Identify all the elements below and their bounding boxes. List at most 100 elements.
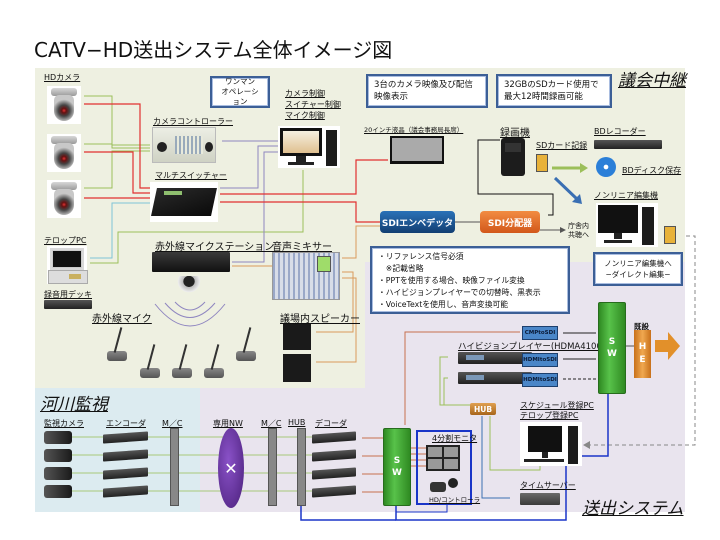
label-office-share-2: 共聴へ xyxy=(568,231,589,239)
label-camera-control-2: スイチャー制御 xyxy=(285,100,341,109)
note-ref-line2: ※記載省略 xyxy=(378,264,424,273)
label-schedule-pc-2: テロップ登録PC xyxy=(520,411,579,420)
control-pc xyxy=(278,126,340,168)
line-mixer-orange xyxy=(342,225,380,259)
label-recording-deck: 録音用デッキ xyxy=(44,290,92,299)
recorder xyxy=(501,138,525,176)
ir-mic-station xyxy=(152,252,230,272)
label-hd-controller: HD/コントローラ xyxy=(429,496,481,504)
hall-speaker-2 xyxy=(283,354,311,382)
label-hall-speaker: 議場内スピーカー xyxy=(280,314,360,325)
label-existing: 既設 xyxy=(634,322,649,331)
line-telop-cyan xyxy=(90,202,150,259)
sd-card-1 xyxy=(536,154,548,172)
note-sd-recording: 32GBのSDカード使用で 最大12時間録画可能 xyxy=(496,74,612,108)
note-direct-line1: ノンリニア編集機へ xyxy=(604,259,672,268)
label-office-share-1: 庁舎内 xyxy=(568,222,589,230)
label-nonlinear-editor: ノンリニア編集機 xyxy=(594,191,658,200)
arrow-direct-edit xyxy=(583,441,590,449)
bd-recorder xyxy=(594,140,662,149)
ir-mic-1 xyxy=(105,323,131,363)
sdi-embedder: SDIエンベデッタ xyxy=(380,211,455,233)
network-cross-icon: ✕ xyxy=(224,458,238,478)
line-cam2-green xyxy=(84,143,150,149)
section-soshutsu: 送出システム xyxy=(582,499,684,519)
schedule-pc xyxy=(520,422,582,466)
lcd-20-inch xyxy=(390,136,444,164)
surveillance-camera-1 xyxy=(44,431,72,444)
section-gikai: 議会中継 xyxy=(618,71,686,91)
note-one-man: ワンマン オペレーション xyxy=(210,76,270,108)
label-telop-pc: テロップPC xyxy=(44,236,87,245)
line-hub-pc xyxy=(489,416,541,471)
line-cam1-red xyxy=(84,103,150,189)
label-lcd-20: 20インチ液晶（議会事務局長席） xyxy=(364,126,464,134)
line-blue-ctrl xyxy=(396,505,448,513)
note-reference: ・リファレンス信号必須 ※記載省略 ・PPTを使用する場合、映像ファイル変換 ・… xyxy=(370,246,570,314)
head-end: H E xyxy=(634,330,651,378)
recording-deck xyxy=(44,300,92,309)
line-cam1-green xyxy=(84,95,150,146)
label-mc-2: M／C xyxy=(261,419,282,428)
ir-mic-3 xyxy=(170,340,196,380)
label-multi-switcher: マルチスイッチャー xyxy=(155,171,227,180)
label-bd-recorder: BDレコーダー xyxy=(594,127,646,136)
media-converter-2 xyxy=(268,428,277,506)
label-camera-control-3: マイク制御 xyxy=(285,111,325,120)
note-sd-line1: 32GBのSDカード使用で xyxy=(504,80,599,90)
kasen-switch-s: S xyxy=(393,456,401,466)
label-surveillance-camera: 監視カメラ xyxy=(44,419,84,428)
label-ir-mic: 赤外線マイク xyxy=(92,314,152,325)
bd-disc-icon xyxy=(596,157,616,177)
he-output-arrow xyxy=(655,332,680,360)
label-schedule-pc-1: スケジュール登録PC xyxy=(520,401,594,410)
media-converter-1 xyxy=(170,428,179,506)
label-encoder: エンコーダ xyxy=(106,419,146,428)
note-ref-line1: ・リファレンス信号必須 xyxy=(378,252,464,261)
head-end-h: H xyxy=(638,342,647,352)
head-end-e: E xyxy=(639,355,646,365)
arrow-to-nonlinear xyxy=(553,176,580,202)
line-mixer-speaker1 xyxy=(316,271,354,333)
hdmi-to-sdi-2: HDMItoSDI xyxy=(522,373,558,387)
label-audio-mixer: 音声ミキサー xyxy=(272,242,332,253)
nonlinear-editor xyxy=(596,203,658,247)
surveillance-camera-3 xyxy=(44,467,72,480)
line-mic-purple xyxy=(232,151,278,263)
ir-mic-5 xyxy=(234,323,260,363)
note-ref-line5: ・VoiceTextを使用し、音声変換可能 xyxy=(378,300,509,309)
line-mixer-speaker2 xyxy=(316,277,357,363)
line-player-hub1 xyxy=(439,356,470,406)
ir-mic-2 xyxy=(138,340,164,380)
sdi-splitter: SDI分配器 xyxy=(480,211,540,233)
ir-wave-2 xyxy=(164,302,216,318)
note-sd-line2: 最大12時間録画可能 xyxy=(504,92,583,102)
label-decoder: デコーダ xyxy=(315,419,347,428)
hub-kasen xyxy=(297,428,306,506)
hub-soshutsu: HUB xyxy=(470,403,496,415)
page-title: CATV−HD送出システム全体イメージ図 xyxy=(34,38,393,62)
note-direct-line2: −ダイレクト編集− xyxy=(605,270,671,279)
line-orange-cmp xyxy=(404,331,520,425)
note-one-man-line1: ワンマン xyxy=(225,77,255,86)
main-switch-w: W xyxy=(607,349,617,359)
line-blue-sw-pc xyxy=(582,390,609,457)
label-bd-disc: BDディスク保存 xyxy=(622,166,682,175)
hd-player-1 xyxy=(458,352,532,364)
line-dashed-direct-edit xyxy=(590,235,696,446)
note-ref-line3: ・PPTを使用する場合、映像ファイル変換 xyxy=(378,276,525,285)
kasen-switch: S W xyxy=(383,428,411,506)
telop-pc xyxy=(47,246,88,284)
line-cam3-green xyxy=(84,150,150,189)
surveillance-camera-2 xyxy=(44,449,72,462)
ir-wave-1 xyxy=(174,301,206,311)
audio-mixer xyxy=(272,252,340,300)
ir-wave-3 xyxy=(154,303,226,327)
arrow-to-nonlinear-head xyxy=(572,194,582,204)
label-hd-camera: HDカメラ xyxy=(44,73,81,82)
label-office-share: 庁舎内 共聴へ xyxy=(568,222,589,240)
line-player-hub2 xyxy=(443,377,448,405)
line-switcher-purple xyxy=(220,145,278,189)
line-switcher-red1 xyxy=(220,159,388,195)
